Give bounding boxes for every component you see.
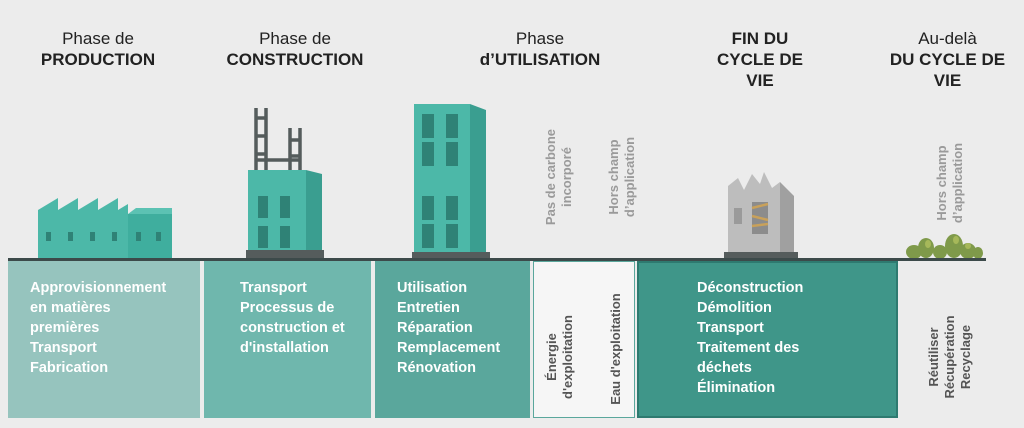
box-utilisation: Utilisation Entretien Réparation Remplac… <box>375 261 530 418</box>
label-eau: Eau d'exploitation <box>608 289 626 409</box>
title-construction-line2: CONSTRUCTION <box>226 50 364 69</box>
title-production: Phase de PRODUCTION <box>18 28 178 70</box>
box-fin: Déconstruction Démolition Transport Trai… <box>637 261 898 418</box>
factory-icon <box>38 198 172 258</box>
list-item: Approvisionnement <box>30 280 167 296</box>
label-pas-carbone: Pas de carbone incorporé <box>543 112 577 242</box>
list-item: Traitement des <box>697 340 800 356</box>
production-items: Approvisionnement en matières premières … <box>30 278 166 378</box>
label-pas-carbone-line1: Pas de carbone <box>543 128 558 226</box>
list-item: Transport <box>697 320 764 336</box>
tower-building-icon <box>412 104 490 258</box>
label-hors-champ-1: Hors champ d’application <box>606 112 640 242</box>
list-item: Élimination <box>697 380 776 396</box>
label-audela-line3: Recyclage <box>958 324 973 390</box>
fin-items: Déconstruction Démolition Transport Trai… <box>697 278 803 398</box>
list-item: premières <box>30 320 100 336</box>
ruined-building-icon <box>724 172 798 258</box>
title-audela-line1: Au-delà <box>918 29 977 48</box>
list-item: d'installation <box>240 340 329 356</box>
title-production-line2: PRODUCTION <box>40 50 156 69</box>
label-energie: Énergie d'exploitation <box>544 307 578 407</box>
greenery-icon <box>906 234 983 259</box>
list-item: Démolition <box>697 300 772 316</box>
label-hors-champ-1-line2: d’application <box>622 136 637 218</box>
box-production: Approvisionnement en matières premières … <box>8 261 200 418</box>
label-pas-carbone-line2: incorporé <box>559 147 574 207</box>
list-item: Rénovation <box>397 360 476 376</box>
title-fin: FIN DU CYCLE DE VIE <box>700 28 820 91</box>
list-item: Transport <box>240 280 307 296</box>
box-operation <box>533 261 635 418</box>
list-item: Entretien <box>397 300 460 316</box>
title-production-line1: Phase de <box>62 29 134 48</box>
list-item: Fabrication <box>30 360 109 376</box>
list-item: Déconstruction <box>697 280 804 296</box>
list-item: Remplacement <box>397 340 501 356</box>
label-energie-line2: d'exploitation <box>560 315 575 399</box>
list-item: déchets <box>697 360 752 376</box>
list-item: Processus de <box>240 300 335 316</box>
title-construction-line1: Phase de <box>259 29 331 48</box>
label-hors-champ-2-line1: Hors champ <box>934 145 949 221</box>
list-item: construction et <box>240 320 345 336</box>
title-fin-line3: VIE <box>746 71 774 90</box>
title-utilisation-line2: d’UTILISATION <box>479 50 601 69</box>
title-construction: Phase de CONSTRUCTION <box>210 28 380 70</box>
utilisation-items: Utilisation Entretien Réparation Remplac… <box>397 278 500 378</box>
label-audela-items: Réutiliser Récupération Recyclage <box>926 302 976 412</box>
label-eau-line1: Eau d'exploitation <box>608 293 623 405</box>
label-audela-line1: Réutiliser <box>926 327 941 387</box>
title-fin-line2: CYCLE DE <box>717 50 803 69</box>
list-item: Réparation <box>397 320 473 336</box>
ground-line <box>8 258 986 261</box>
building-under-construction-icon <box>246 108 324 258</box>
construction-items: Transport Processus de construction et d… <box>240 278 345 358</box>
title-utilisation-line1: Phase <box>515 29 565 48</box>
label-audela-line2: Récupération <box>942 315 957 399</box>
title-audela-line2: DU CYCLE DE <box>889 50 1006 69</box>
label-hors-champ-2: Hors champ d’application <box>934 118 968 248</box>
label-hors-champ-1-line1: Hors champ <box>606 139 621 215</box>
list-item: Transport <box>30 340 97 356</box>
title-fin-line1: FIN DU <box>731 29 789 48</box>
title-utilisation: Phase d’UTILISATION <box>460 28 620 70</box>
box-construction: Transport Processus de construction et d… <box>204 261 371 418</box>
list-item: Utilisation <box>397 280 468 296</box>
title-audela-line3: VIE <box>933 71 962 90</box>
list-item: en matières <box>30 300 111 316</box>
label-energie-line1: Énergie <box>544 333 559 381</box>
title-audela: Au-delà DU CYCLE DE VIE <box>875 28 1020 91</box>
label-hors-champ-2-line2: d’application <box>950 142 965 224</box>
